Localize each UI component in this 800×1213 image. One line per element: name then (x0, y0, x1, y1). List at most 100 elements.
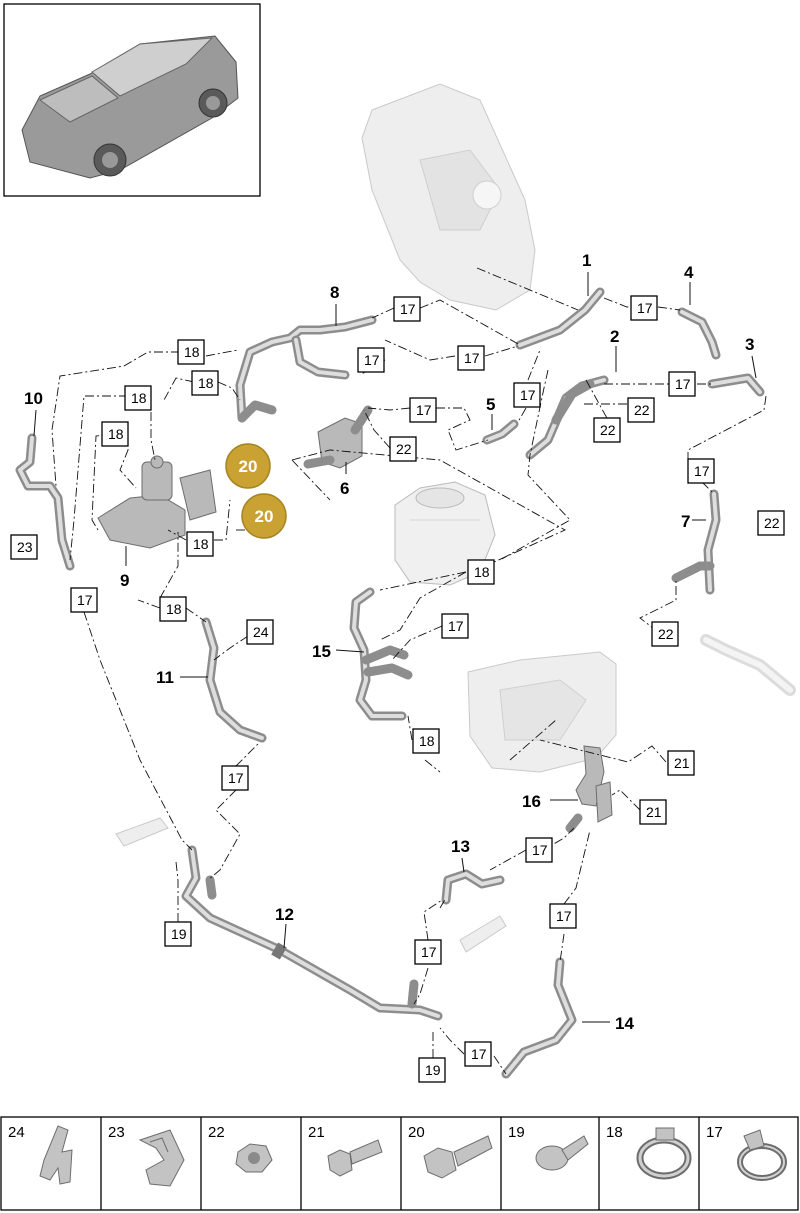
ref-box: 17 (630, 295, 658, 321)
side-panel-ghost (467, 651, 617, 773)
valve-6 (303, 405, 373, 469)
svg-text:17: 17 (675, 376, 691, 392)
pipe-7 (671, 489, 721, 595)
svg-text:18: 18 (166, 601, 182, 617)
svg-text:17: 17 (556, 908, 572, 924)
svg-text:17: 17 (400, 301, 416, 317)
svg-text:18: 18 (108, 426, 124, 442)
ref-box: 17 (525, 837, 553, 863)
bracket-ghost-left (115, 817, 169, 847)
hose-13 (441, 869, 505, 905)
svg-text:17: 17 (228, 770, 244, 786)
svg-text:22: 22 (658, 626, 674, 642)
bracket-16 (565, 745, 613, 833)
svg-text:20: 20 (408, 1124, 425, 1141)
svg-text:17: 17 (464, 350, 480, 366)
ref-box: 19 (418, 1057, 446, 1083)
bracket-ghost-right (459, 915, 507, 953)
ref-box: 17 (687, 458, 715, 484)
svg-text:24: 24 (253, 624, 269, 640)
svg-text:21: 21 (646, 804, 662, 820)
svg-text:22: 22 (208, 1124, 225, 1141)
callout-7: 7 (681, 512, 690, 531)
ref-box: 21 (639, 799, 667, 825)
svg-text:24: 24 (8, 1124, 25, 1141)
ref-box: 22 (389, 436, 417, 462)
svg-text:23: 23 (17, 539, 33, 555)
legend-cell-17: 17 (706, 1124, 787, 1181)
svg-text:17: 17 (364, 352, 380, 368)
highlight-callout-lower: 20 (241, 493, 287, 539)
expansion-tank (394, 481, 496, 586)
pipe-2 (525, 375, 609, 460)
svg-text:17: 17 (532, 842, 548, 858)
hose-11 (201, 617, 267, 743)
svg-text:19: 19 (508, 1124, 525, 1141)
hose-14 (501, 957, 577, 1079)
ref-box: 18 (159, 596, 187, 622)
svg-text:22: 22 (396, 441, 412, 457)
callout-5: 5 (486, 395, 495, 414)
ref-box: 17 (549, 903, 577, 929)
spring-clamp-icon (737, 1129, 787, 1181)
legend-cell-19: 19 (508, 1124, 589, 1171)
svg-text:17: 17 (706, 1124, 723, 1141)
hose-15 (349, 587, 413, 721)
callout-13: 13 (451, 837, 470, 856)
hose-4 (677, 307, 721, 360)
body-structure-ghost (361, 83, 536, 311)
callout-12: 12 (275, 905, 294, 924)
svg-text:17: 17 (448, 618, 464, 634)
callout-16: 16 (522, 792, 541, 811)
hardware-legend: 24 23 22 21 20 (0, 1116, 799, 1211)
callout-8: 8 (330, 283, 339, 302)
ref-box: 18 (186, 531, 214, 557)
svg-text:19: 19 (425, 1062, 441, 1078)
svg-text:21: 21 (308, 1124, 325, 1141)
ref-box: 19 (164, 921, 192, 947)
svg-text:21: 21 (674, 755, 690, 771)
nut-icon (235, 1143, 273, 1173)
svg-text:17: 17 (520, 387, 536, 403)
ref-box: 17 (221, 765, 249, 791)
ref-box: 18 (177, 339, 205, 365)
ref-box: 17 (393, 296, 421, 322)
svg-text:18: 18 (474, 564, 490, 580)
callout-6: 6 (340, 479, 349, 498)
legend-cell-22: 22 (208, 1124, 273, 1173)
bolt-icon (327, 1139, 383, 1177)
svg-text:22: 22 (634, 402, 650, 418)
svg-text:19: 19 (171, 926, 187, 942)
svg-text:18: 18 (198, 375, 214, 391)
clip-icon (138, 1129, 185, 1187)
svg-text:17: 17 (416, 402, 432, 418)
ref-box: 24 (246, 619, 274, 645)
svg-text:22: 22 (764, 515, 780, 531)
callout-4: 4 (684, 263, 694, 282)
legend-cell-20: 20 (408, 1124, 493, 1179)
rivet-icon (535, 1135, 589, 1171)
ref-box: 23 (10, 534, 38, 560)
ref-box: 22 (593, 417, 621, 443)
ref-box: 17 (464, 1041, 492, 1067)
ref-box: 17 (668, 371, 696, 397)
ref-box: 22 (627, 397, 655, 423)
callout-11: 11 (156, 668, 174, 687)
bolt-icon (423, 1135, 493, 1179)
reference-boxes: 17 17 17 17 17 17 17 17 17 17 17 17 17 1… (10, 295, 785, 1083)
callout-14: 14 (615, 1014, 634, 1033)
ref-box: 17 (414, 939, 442, 965)
svg-text:18: 18 (606, 1124, 623, 1141)
svg-text:18: 18 (419, 733, 435, 749)
pump-9 (97, 455, 217, 549)
ref-box: 22 (757, 510, 785, 536)
leader-lines (51, 267, 767, 1075)
radiator-ghost (700, 634, 796, 696)
ref-box: 17 (409, 397, 437, 423)
ref-box: 21 (667, 750, 695, 776)
callout-3: 3 (745, 335, 754, 354)
ref-box: 18 (467, 559, 495, 585)
legend-cell-24: 24 (8, 1124, 73, 1185)
hose-3 (707, 373, 765, 397)
hose-clamp-icon (636, 1127, 692, 1180)
